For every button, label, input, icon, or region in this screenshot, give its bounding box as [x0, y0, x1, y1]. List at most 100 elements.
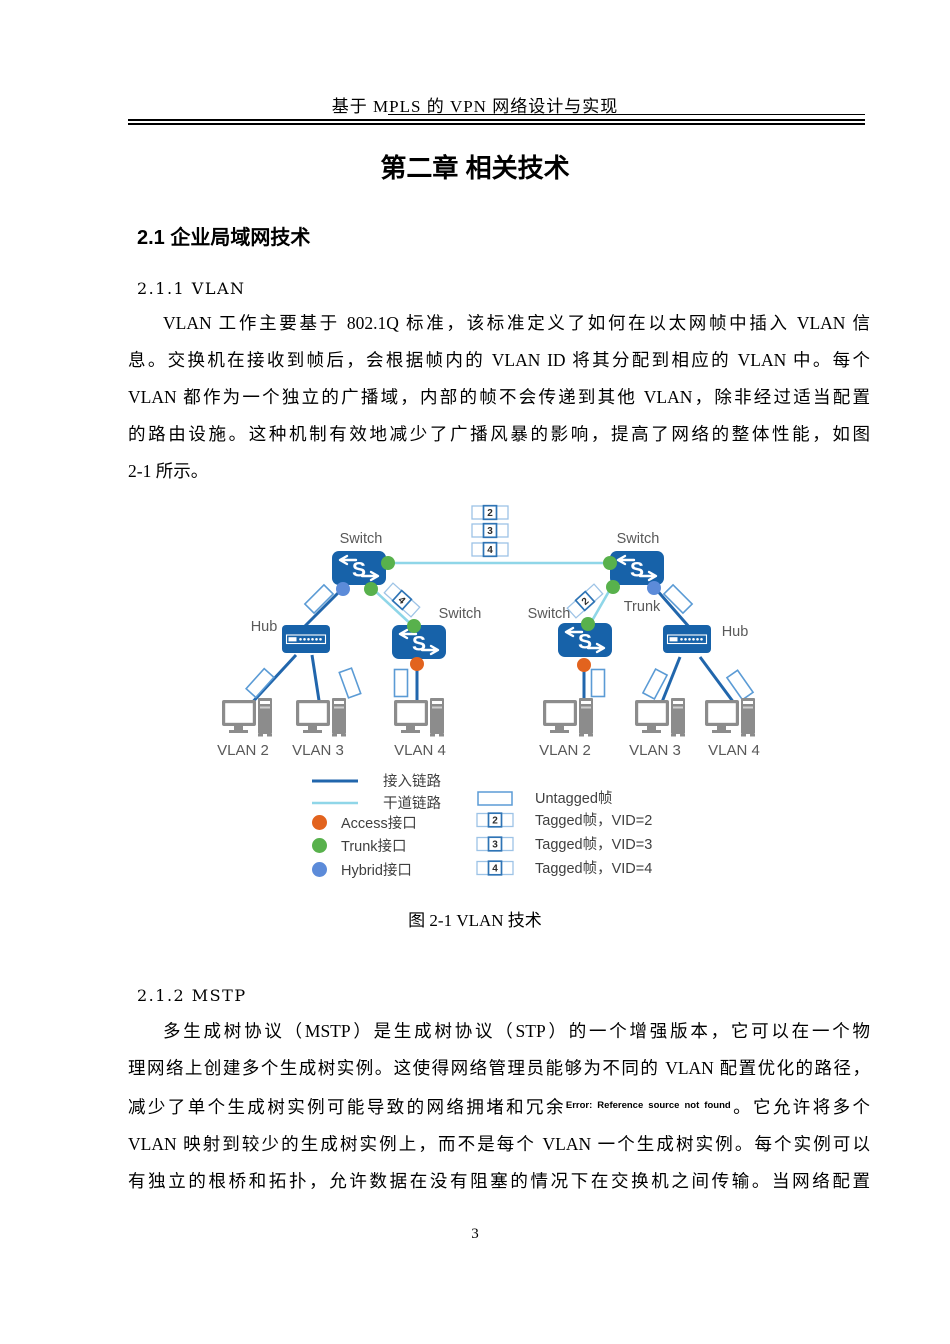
paragraph-mstp: 多生成树协议（MSTP）是生成树协议（STP）的一个增强版本，它可以在一个物 理…: [128, 1013, 870, 1200]
switch-label: Switch: [617, 531, 660, 547]
trunk-port-icon: [381, 556, 395, 570]
trunk-port-icon: [364, 582, 378, 596]
vlan-label: VLAN 3: [292, 742, 344, 759]
untagged-frame-icon: [304, 584, 334, 614]
legend-tagged3-frame-icon: 3: [476, 836, 514, 852]
access-link: [310, 654, 322, 708]
subsection-heading-mstp: 2.1.2 MSTP: [137, 986, 247, 1005]
header-title: 基于 MPLS 的 VPN 网络设计与实现: [331, 97, 619, 116]
pc-icon: [222, 698, 272, 737]
vlan-label: VLAN 2: [217, 742, 269, 759]
legend-access-port-label: Access接口: [341, 815, 417, 832]
legend-trunk-link-label: 干道链路: [383, 795, 441, 812]
trunk-port-icon: [581, 617, 595, 631]
switch-icon: [330, 549, 388, 587]
hub-label: Hub: [722, 624, 749, 640]
legend-tagged4-label: Tagged帧，VID=4: [535, 860, 652, 877]
section-heading: 2.1 企业局域网技术: [137, 227, 311, 249]
switch-label: Switch: [439, 606, 482, 622]
switch-label: Switch: [528, 606, 571, 622]
untagged-frame-icon: [245, 667, 275, 699]
switch-icon: [608, 549, 666, 587]
access-link: [658, 656, 682, 708]
access-port-icon: [577, 658, 591, 672]
vlan-label: VLAN 2: [539, 742, 591, 759]
untagged-frame-icon: [726, 669, 754, 701]
paragraph-line: VLAN 映射到较少的生成树实例上，而不是每个 VLAN 一个生成树实例。每个实…: [128, 1134, 870, 1154]
hub-icon: [281, 624, 331, 654]
paragraph-line: 多生成树协议（MSTP）是生成树协议（STP）的一个增强版本，它可以在一个物: [163, 1021, 870, 1041]
svg-text:2: 2: [580, 596, 592, 608]
paragraph-line: 息。交换机在接收到帧后，会根据帧内的 VLAN ID 将其分配到相应的 VLAN…: [128, 350, 870, 370]
paragraph-text: 减少了单个生成树实例可能导致的网络拥堵和冗余: [128, 1097, 566, 1117]
legend-access-port-icon: [312, 815, 327, 830]
pc-icon: [394, 698, 444, 737]
paragraph-vlan: VLAN 工作主要基于 802.1Q 标准，该标准定义了如何在以太网帧中插入 V…: [128, 305, 870, 490]
access-port-icon: [410, 657, 424, 671]
pc-icon: [543, 698, 593, 737]
trunk-port-icon: [603, 556, 617, 570]
hybrid-port-icon: [336, 582, 350, 596]
hub-label: Hub: [251, 619, 278, 635]
paragraph-line: 减少了单个生成树实例可能导致的网络拥堵和冗余Error: Reference s…: [128, 1087, 870, 1126]
legend-trunk-port-icon: [312, 838, 327, 853]
subsection-heading-vlan: 2.1.1 VLAN: [137, 279, 246, 298]
trunk-port-icon: [407, 619, 421, 633]
legend-tagged3-label: Tagged帧，VID=3: [535, 836, 652, 853]
untagged-frame-icon: [393, 668, 409, 698]
legend-tagged2-frame-icon: 2: [476, 812, 514, 828]
tagged-frame-icon: 3: [471, 522, 509, 539]
untagged-frame-icon: [663, 584, 693, 614]
hybrid-port-icon: [647, 581, 661, 595]
legend-hybrid-port-label: Hybrid接口: [341, 862, 412, 879]
paragraph-line: 理网络上创建多个生成树实例。这使得网络管理员能够为不同的 VLAN 配置优化的路…: [128, 1058, 870, 1078]
hub-icon: [662, 624, 712, 654]
page-header: 基于 MPLS 的 VPN 网络设计与实现: [0, 92, 950, 117]
tagged-frame-icon: 2: [566, 583, 604, 619]
paragraph-line: 2-1 所示。: [128, 461, 209, 481]
header-rule-bottom: [128, 123, 865, 125]
svg-text:4: 4: [396, 595, 408, 607]
legend-untagged-label: Untagged帧: [535, 790, 612, 807]
svg-text:4: 4: [492, 864, 498, 875]
svg-text:2: 2: [492, 816, 498, 827]
figure-caption: 图 2-1 VLAN 技术: [408, 911, 542, 930]
access-link: [246, 653, 298, 709]
access-link: [653, 587, 692, 629]
pc-icon: [705, 698, 755, 737]
legend-untagged-frame-icon: [477, 791, 513, 806]
legend-tagged4-frame-icon: 4: [476, 860, 514, 876]
reference-error-text: Error: Reference source not found: [565, 1100, 731, 1111]
vlan-label: VLAN 4: [394, 742, 446, 759]
svg-text:4: 4: [487, 545, 493, 556]
legend-tagged2-label: Tagged帧，VID=2: [535, 812, 652, 829]
access-link: [301, 586, 345, 630]
trunk-label: Trunk: [624, 599, 661, 615]
tagged-frame-icon: 4: [383, 582, 421, 618]
paragraph-line: 的路由设施。这种机制有效地减少了广播风暴的影响，提高了网络的整体性能，如图: [128, 424, 870, 444]
switch-label: Switch: [340, 531, 383, 547]
access-link: [698, 656, 739, 708]
vlan-topology-figure: S: [217, 504, 760, 879]
pc-icon: [296, 698, 346, 737]
vlan-label: VLAN 3: [629, 742, 681, 759]
untagged-frame-icon: [338, 667, 362, 699]
vlan-label: VLAN 4: [708, 742, 760, 759]
header-rule-top: [128, 119, 865, 121]
paragraph-text: 。它允许将多个: [730, 1097, 871, 1117]
header-underline: [388, 114, 865, 115]
trunk-link: [373, 589, 415, 628]
legend-access-link-label: 接入链路: [383, 773, 441, 790]
legend-trunk-port-label: Trunk接口: [341, 838, 407, 855]
pc-icon: [635, 698, 685, 737]
untagged-frame-icon: [590, 668, 606, 698]
paragraph-line: VLAN 工作主要基于 802.1Q 标准，该标准定义了如何在以太网帧中插入 V…: [163, 313, 870, 333]
page-number: 3: [471, 1226, 479, 1242]
paragraph-line: 有独立的根桥和拓扑，允许数据在没有阻塞的情况下在交换机之间传输。当网络配置: [128, 1171, 870, 1191]
svg-text:3: 3: [487, 526, 493, 537]
chapter-title: 第二章 相关技术: [380, 153, 570, 183]
svg-text:2: 2: [487, 508, 493, 519]
legend-hybrid-port-icon: [312, 862, 327, 877]
paragraph-line: VLAN 都作为一个独立的广播域，内部的帧不会传递到其他 VLAN，除非经过适当…: [128, 387, 870, 407]
